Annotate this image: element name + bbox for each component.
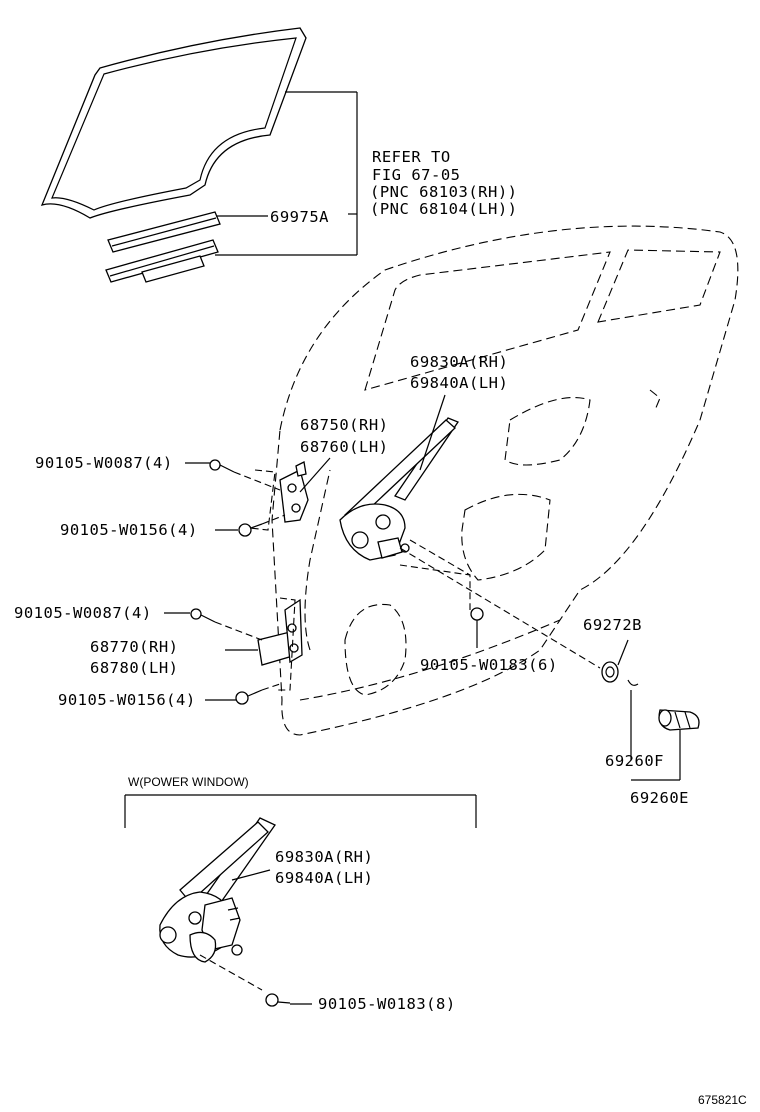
upper-door-hinge bbox=[279, 461, 309, 523]
window-regulator-power bbox=[159, 817, 276, 963]
refer-to-label: REFER TO bbox=[372, 148, 451, 166]
cover-label: 69272B bbox=[583, 616, 642, 634]
lower-hinge-lh-label: 68780(LH) bbox=[90, 659, 179, 677]
pnc-rh-label: (PNC 68103(RH)) bbox=[370, 183, 517, 201]
glass-run-label: 69975A bbox=[270, 208, 329, 226]
upper-hinge-lh-label: 68760(LH) bbox=[300, 438, 389, 456]
bolt-90105-w0156-upper bbox=[238, 514, 286, 537]
regulator-rh-label: 69830A(RH) bbox=[410, 353, 508, 371]
regulator-guide-lines bbox=[399, 539, 601, 669]
bolt-90105-w0156-lower bbox=[235, 683, 281, 705]
pw-bolt-90105-w0183 bbox=[199, 954, 312, 1007]
regulator-handle-cover bbox=[601, 639, 629, 683]
pw-regulator-rh-label: 69830A(RH) bbox=[275, 848, 373, 866]
bolt-a2-label: 90105-W0087(4) bbox=[14, 604, 152, 622]
handle-label: 69260E bbox=[630, 789, 689, 807]
upper-hinge-guide bbox=[249, 469, 276, 531]
pw-bolt-label: 90105-W0183(8) bbox=[318, 995, 456, 1013]
power-window-bracket bbox=[124, 794, 477, 828]
glass-run-strips bbox=[105, 211, 221, 283]
glass-reference-bracket bbox=[215, 91, 358, 256]
bolt-b2-label: 90105-W0156(4) bbox=[58, 691, 196, 709]
upper-hinge-rh-label: 68750(RH) bbox=[300, 416, 389, 434]
bolt-a1-label: 90105-W0087(4) bbox=[35, 454, 173, 472]
regulator-lh-label: 69840A(LH) bbox=[410, 374, 508, 392]
power-window-title: W(POWER WINDOW) bbox=[128, 775, 249, 789]
figure-id: 675821C bbox=[698, 1093, 747, 1107]
upper-hinge-leader bbox=[299, 457, 331, 493]
bolt-90105-w0087-upper bbox=[209, 459, 281, 491]
handle-clip bbox=[627, 679, 639, 760]
bolt-c-label: 90105-W0183(6) bbox=[420, 656, 558, 674]
lower-door-hinge bbox=[257, 598, 303, 666]
pnc-lh-label: (PNC 68104(LH)) bbox=[370, 200, 517, 218]
lower-hinge-rh-label: 68770(RH) bbox=[90, 638, 179, 656]
door-glass bbox=[40, 27, 307, 219]
door-outline bbox=[271, 225, 739, 736]
pw-regulator-leader bbox=[231, 869, 271, 881]
clip-label: 69260F bbox=[605, 752, 664, 770]
bolt-90105-w0183 bbox=[470, 607, 484, 648]
pw-regulator-lh-label: 69840A(LH) bbox=[275, 869, 373, 887]
bolt-90105-w0087-lower bbox=[190, 608, 263, 641]
figure-ref-label: FIG 67-05 bbox=[372, 166, 461, 184]
bolt-b1-label: 90105-W0156(4) bbox=[60, 521, 198, 539]
window-regulator-handle bbox=[658, 709, 700, 780]
lower-hinge-guide bbox=[278, 597, 296, 691]
regulator-leader bbox=[419, 394, 446, 471]
